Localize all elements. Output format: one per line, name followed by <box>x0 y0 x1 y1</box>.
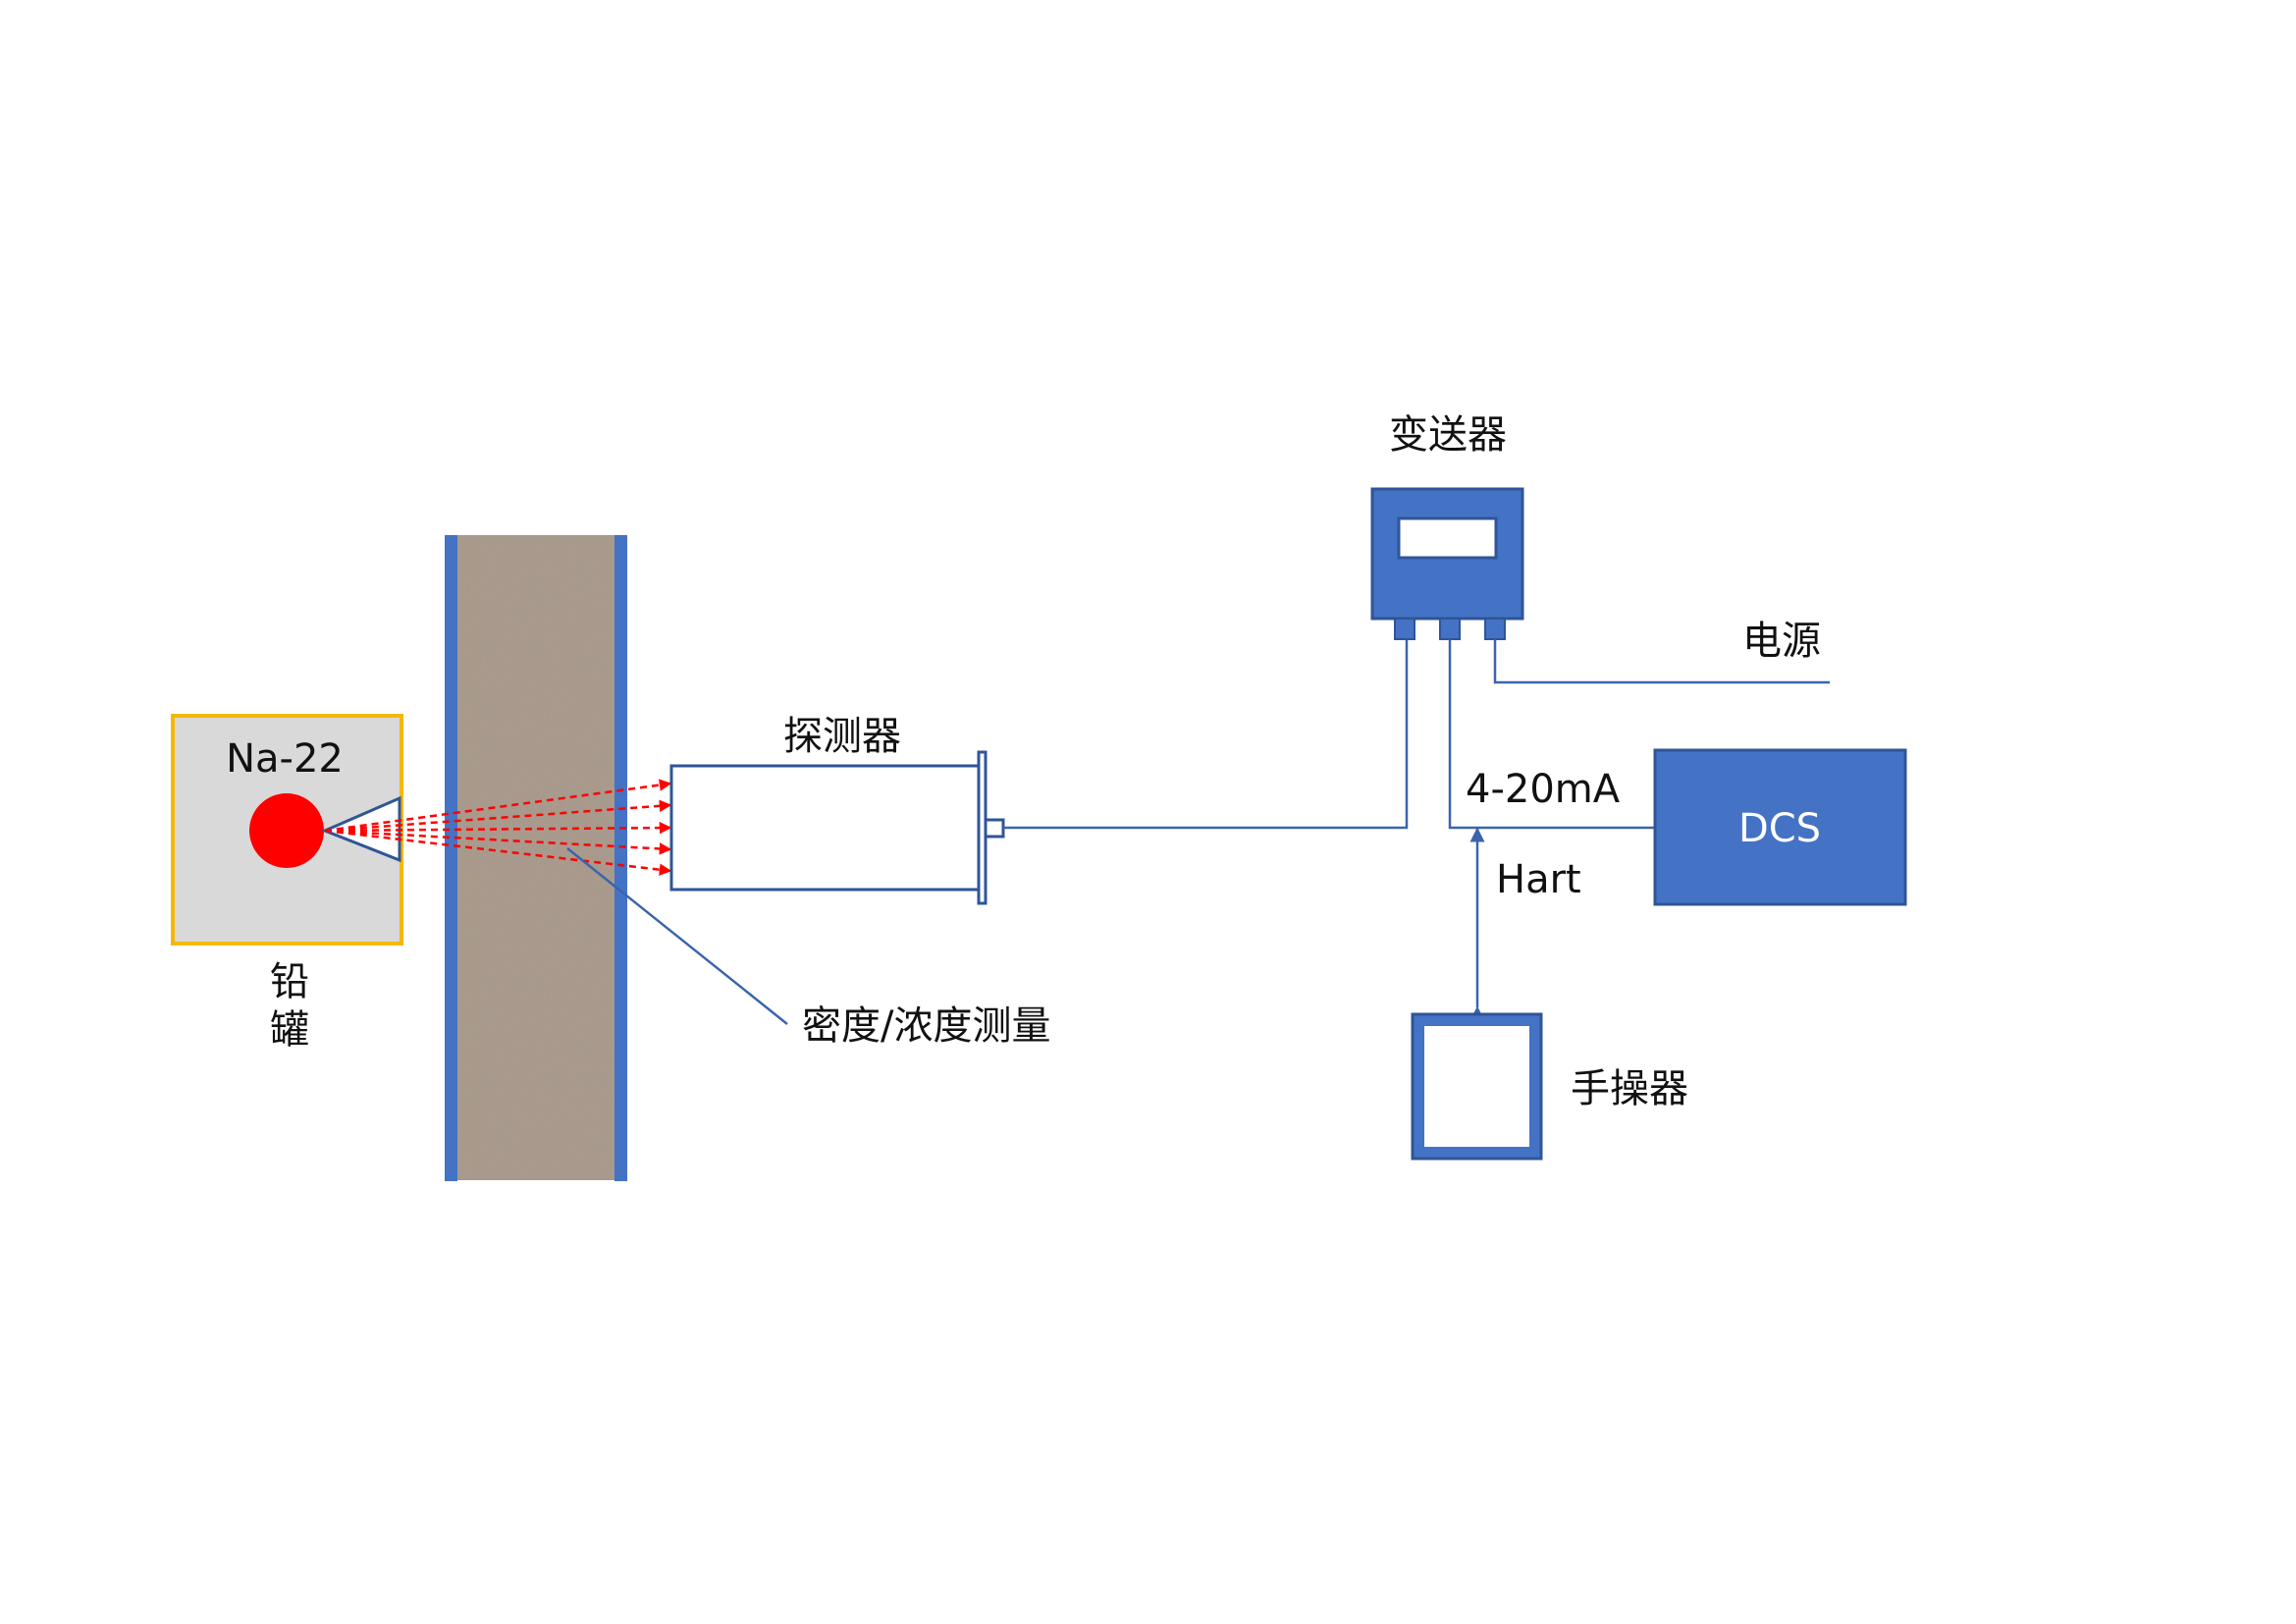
detector-body <box>669 764 981 892</box>
dcs-box <box>1653 748 1907 906</box>
transmitter-display <box>1397 516 1498 560</box>
pipe-wall-right <box>614 535 627 1181</box>
beam-2 <box>324 799 672 833</box>
handheld-communicator <box>1411 1012 1543 1161</box>
signal-label: 4-20mA <box>1466 767 1621 812</box>
transmitter-terminal-1 <box>1394 618 1415 640</box>
pipe-section <box>445 535 627 1181</box>
source-label: Na-22 <box>226 736 344 782</box>
power-line <box>1493 639 1830 684</box>
detector-cable <box>1003 638 1409 830</box>
transmitter <box>1370 487 1524 640</box>
signal-line <box>1448 639 1655 830</box>
handheld-label: 手操器 <box>1571 1066 1688 1111</box>
radiation-beams <box>324 779 672 876</box>
pipe-wall-left <box>445 535 457 1181</box>
lead-can-label-1: 铅 <box>270 959 309 1004</box>
transmitter-terminal-2 <box>1439 618 1461 640</box>
measurement-label: 密度/浓度测量 <box>802 1003 1050 1049</box>
transmitter-label: 变送器 <box>1389 412 1507 458</box>
detector <box>669 750 1005 905</box>
beam-4 <box>324 829 672 855</box>
dcs-label: DCS <box>1738 806 1821 851</box>
hart-label: Hart <box>1496 857 1581 902</box>
beam-3 <box>324 821 672 835</box>
measurement-leader-line <box>566 847 788 1025</box>
transmitter-terminal-3 <box>1484 618 1506 640</box>
detector-label: 探测器 <box>783 714 901 759</box>
power-label: 电源 <box>1742 619 1821 664</box>
radioactive-source <box>249 793 324 868</box>
detector-connector <box>984 818 1005 839</box>
lead-can-label-2: 罐 <box>270 1007 309 1053</box>
